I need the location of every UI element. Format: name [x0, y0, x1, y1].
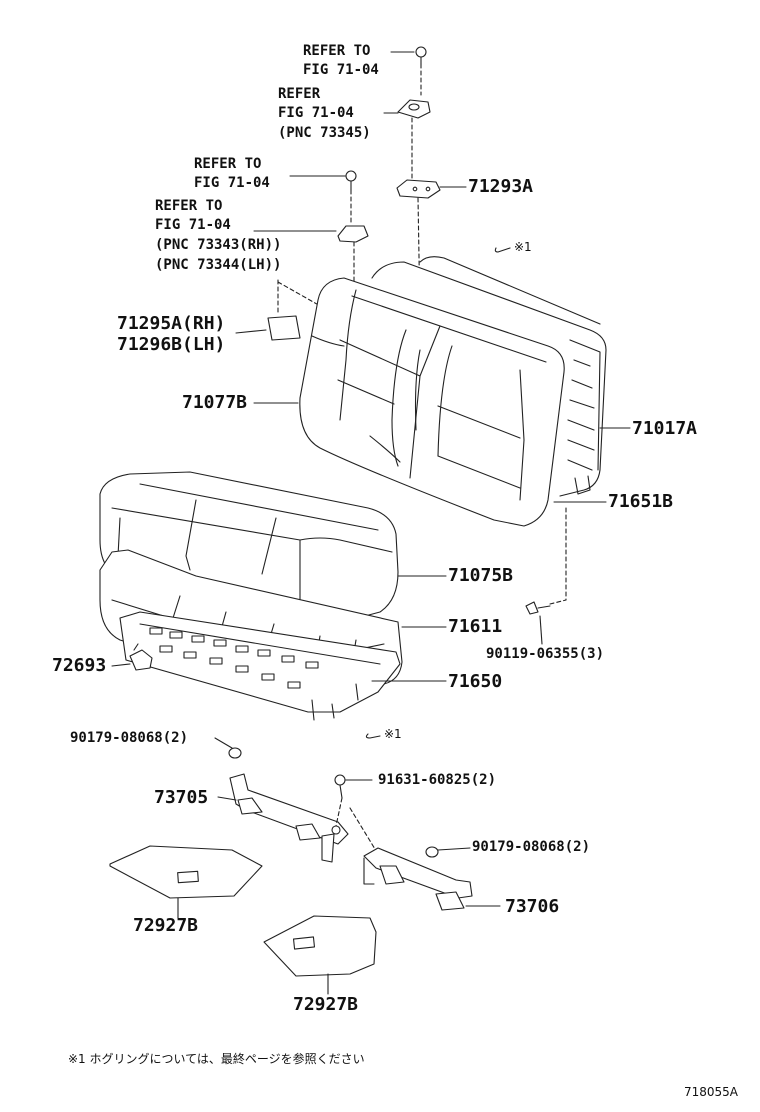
washer-90179-left-icon: [229, 748, 241, 758]
figure-code: 718055A: [684, 1085, 739, 1099]
part-71293A: 71293A: [468, 176, 534, 197]
bracket-71293A-icon: [397, 180, 440, 198]
part-91631-60825: 91631-60825(2): [378, 772, 497, 788]
part-90179-08068-right: 90179-08068(2): [472, 839, 591, 855]
footnote: ※1 ホグリングについては、最終ページを参照ください: [68, 1052, 365, 1066]
refer-label-2-line1: REFER: [278, 86, 321, 102]
part-71611: 71611: [448, 616, 503, 637]
hinge-73705-icon: [230, 774, 348, 862]
seat-back-icon: [300, 257, 606, 526]
part-73705: 73705: [154, 787, 209, 808]
cover-73343-icon: [338, 226, 368, 242]
refer-label-3-line1: REFER TO: [194, 156, 262, 172]
washer-90179-right-icon: [426, 847, 438, 857]
left-bolt-icon: [346, 171, 356, 190]
refer-label-4-line2: FIG 71-04: [155, 217, 231, 233]
part-71017A: 71017A: [632, 418, 698, 439]
refer-label-3-line2: FIG 71-04: [194, 175, 270, 191]
part-71075B: 71075B: [448, 565, 514, 586]
part-90179-08068-left: 90179-08068(2): [70, 730, 189, 746]
part-72927B-left: 72927B: [133, 915, 199, 936]
refer-label-1-line1: REFER TO: [303, 43, 371, 59]
hog-ring-icon: [495, 248, 510, 252]
refer-label-2-line2: FIG 71-04: [278, 105, 354, 121]
cap-71295A-icon: [268, 316, 300, 340]
cover-73345-icon: [398, 100, 430, 118]
mat-72927B-left-icon: [110, 846, 262, 898]
refer-label-4-line4: (PNC 73344(LH)): [155, 257, 282, 273]
top-bolt-icon: [416, 47, 426, 64]
part-71077B: 71077B: [182, 392, 248, 413]
seat-pan-icon: [120, 612, 400, 720]
part-71651B: 71651B: [608, 491, 674, 512]
refer-label-4-line1: REFER TO: [155, 198, 223, 214]
part-71650: 71650: [448, 671, 503, 692]
hog-ring-mark-1: ※1: [514, 240, 532, 254]
part-73706: 73706: [505, 896, 560, 917]
part-90119-06355: 90119-06355(3): [486, 646, 605, 662]
hinge-73706-icon: [364, 848, 472, 910]
hog-ring-mark-2: ※1: [384, 727, 402, 741]
bolt-90119-icon: [526, 602, 550, 614]
refer-label-2-line3: (PNC 73345): [278, 125, 371, 141]
mat-72927B-right-icon: [264, 916, 376, 976]
hog-ring-icon-2: [366, 734, 380, 738]
part-71295A: 71295A(RH): [117, 313, 226, 334]
part-71296B: 71296B(LH): [117, 334, 226, 355]
refer-label-4-line3: (PNC 73343(RH)): [155, 237, 282, 253]
refer-label-1-line2: FIG 71-04: [303, 62, 379, 78]
part-72927B-right: 72927B: [293, 994, 359, 1015]
bolt-91631-icon: [335, 775, 345, 798]
clip-72693-icon: [130, 644, 152, 670]
part-72693: 72693: [52, 655, 107, 676]
